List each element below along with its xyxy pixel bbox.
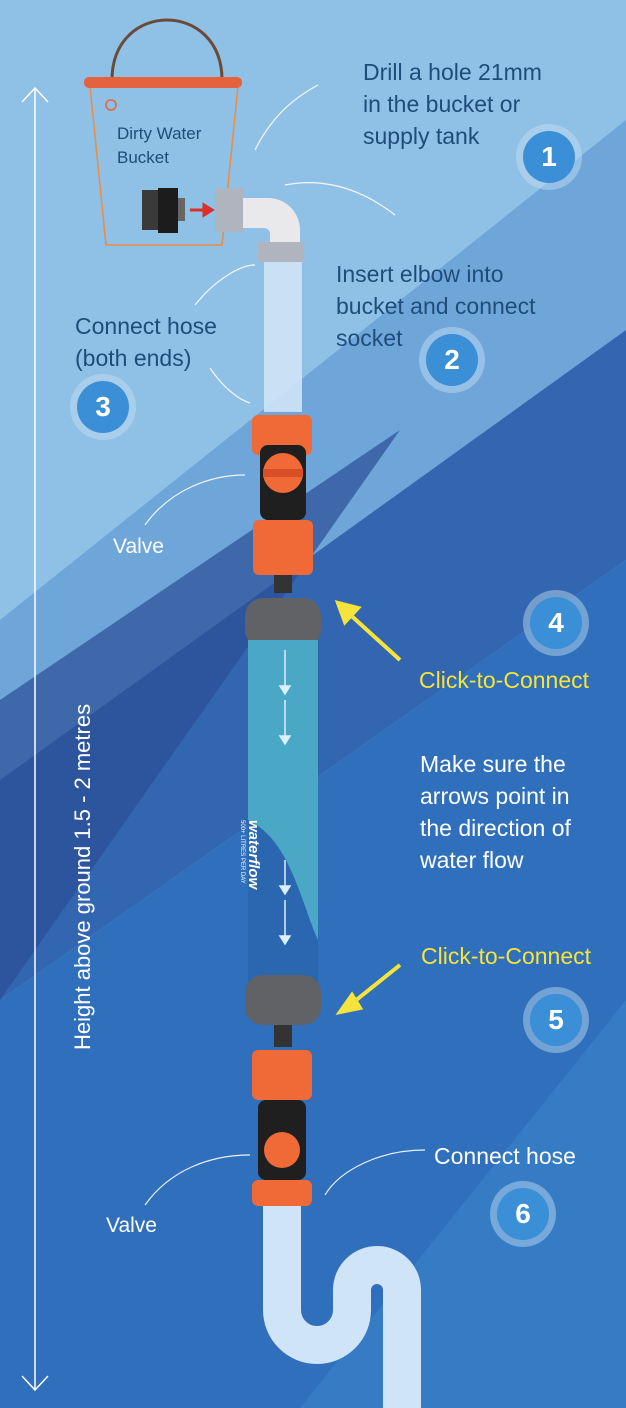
text-line: supply tank (363, 123, 480, 149)
step-2-text: Insert elbow into bucket and connect soc… (336, 258, 535, 354)
step-6-text: Connect hose (434, 1143, 576, 1169)
step-1-text: Drill a hole 21mm in the bucket or suppl… (363, 56, 542, 152)
text-line: Connect hose (75, 313, 217, 339)
brand-name: waterflow (245, 820, 262, 890)
height-arrow (21, 86, 49, 1392)
bucket-label-line: Dirty Water (117, 124, 202, 143)
text-line: in the bucket or (363, 91, 521, 117)
step-3-badge: 3 (77, 381, 129, 433)
elbow-fitting (215, 188, 304, 262)
direction-note: Make sure the arrows point in the direct… (420, 748, 571, 876)
step-4-badge: 4 (530, 597, 582, 649)
bottom-valve (252, 1050, 312, 1206)
text-line: Insert elbow into (336, 261, 504, 287)
filter-cartridge (245, 598, 321, 1047)
text-line: socket (336, 325, 403, 351)
step-2-badge: 2 (426, 334, 478, 386)
text-line: Make sure the (420, 751, 566, 777)
text-line: arrows point in (420, 783, 570, 809)
click-arrows (334, 600, 402, 1015)
valve-bottom-label: Valve (106, 1214, 157, 1237)
step-4-text: Click-to-Connect (419, 667, 589, 693)
step-5-text: Click-to-Connect (421, 943, 591, 969)
text-line: Drill a hole 21mm (363, 59, 542, 85)
bucket (84, 18, 242, 246)
step-6-badge: 6 (497, 1188, 549, 1240)
filter-brand: waterflow 500+ LITRES PER DAY (239, 820, 262, 889)
text-line: water flow (420, 847, 524, 873)
top-valve (252, 415, 313, 593)
text-line: the direction of (420, 815, 571, 841)
bucket-label: Dirty Water Bucket (117, 122, 201, 170)
bucket-label-line: Bucket (117, 148, 169, 167)
text-line: bucket and connect (336, 293, 536, 319)
step-5-badge: 5 (530, 994, 582, 1046)
text-line: (both ends) (75, 345, 192, 371)
height-note: Height above ground 1.5 - 2 metres (70, 703, 95, 1050)
valve-top-label: Valve (113, 535, 164, 558)
step-1-badge: 1 (523, 131, 575, 183)
step-3-text: Connect hose (both ends) (75, 310, 217, 374)
brand-subtitle: 500+ LITRES PER DAY (239, 820, 245, 884)
